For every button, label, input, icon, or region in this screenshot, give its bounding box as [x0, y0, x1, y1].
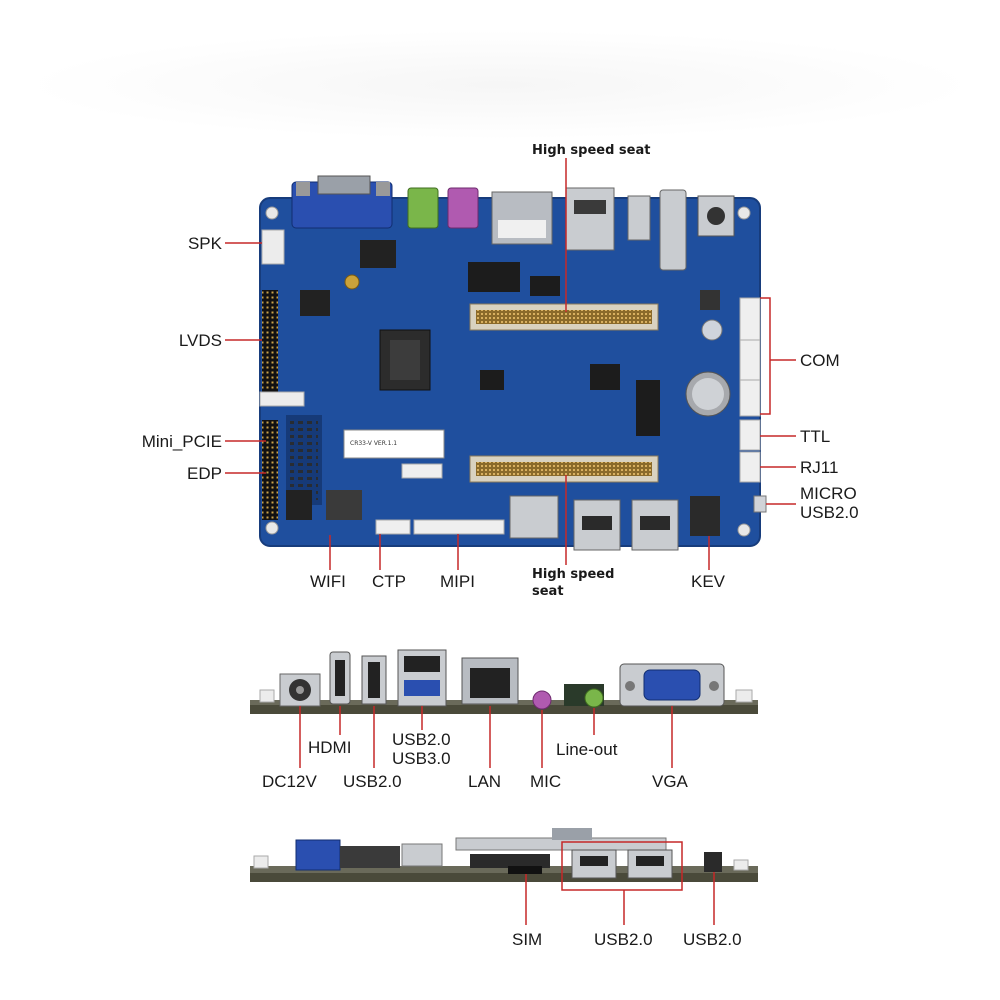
usb-highlight-box — [561, 841, 683, 891]
lvds-label: LVDS — [178, 331, 222, 350]
mic-jack — [532, 690, 552, 710]
micro-usb-connector — [753, 495, 767, 513]
usb-back-3 — [704, 852, 722, 872]
usb20-pair-label: USB2.0 — [594, 930, 653, 949]
ctp-connector — [375, 519, 411, 535]
hdmi-top — [659, 189, 687, 271]
line-out-jack — [584, 688, 604, 708]
chip — [300, 290, 330, 316]
top-view-board: CR33-V VER.1.1 — [259, 175, 767, 551]
hdmi-label: HDMI — [308, 738, 352, 757]
background-haze — [20, 30, 980, 140]
chip — [636, 380, 660, 436]
edp-header — [262, 420, 278, 520]
front-view-board — [250, 649, 758, 714]
lan-label: LAN — [468, 772, 502, 791]
mount-hole — [265, 521, 279, 535]
ctp-label: CTP — [372, 572, 406, 591]
sim-area — [509, 495, 559, 539]
kev-label: KEV — [691, 572, 726, 591]
usb-small-top — [627, 195, 651, 241]
wifi-label: WIFI — [310, 572, 346, 591]
mic-label: MIC — [530, 772, 562, 791]
line-out-label: Line-out — [556, 740, 618, 759]
high-speed-seat-top-label: High speed seat — [532, 143, 651, 158]
ttl-label: TTL — [800, 427, 831, 446]
spk-label: SPK — [187, 234, 222, 253]
audio-green-jack — [407, 187, 439, 229]
sim-slot-back — [508, 866, 542, 874]
chip — [326, 490, 362, 520]
mipi-connector — [413, 519, 505, 535]
chip — [468, 262, 520, 292]
kev-header — [690, 496, 720, 536]
mount-hole — [265, 206, 279, 220]
rj11-label: RJ11 — [800, 458, 839, 477]
com-connector-2 — [739, 339, 761, 381]
mini-pcie-card — [343, 429, 445, 459]
back-view-board — [250, 828, 758, 891]
chip — [480, 370, 504, 390]
usb-stack-label: USB2.0 USB3.0 — [392, 730, 451, 768]
com-label: COM — [800, 351, 840, 370]
front-view-leaders — [299, 706, 673, 768]
lvds-header — [262, 290, 278, 400]
dc12v-label: DC12V — [262, 772, 317, 791]
com-connector-1 — [739, 297, 761, 341]
sim-label: SIM — [512, 930, 543, 949]
top-view-leaders — [225, 158, 796, 570]
micro-usb-label: MICRO USB2.0 — [800, 484, 859, 522]
mipi-label: MIPI — [440, 572, 475, 591]
high-speed-seat-bottom-label: High speed seat — [532, 567, 615, 599]
ttl-connector — [739, 419, 761, 451]
edp-label: EDP — [187, 464, 222, 483]
mount-hole — [737, 523, 751, 537]
back-view-leaders — [525, 872, 715, 925]
spk-connector — [261, 229, 285, 265]
audio-pink-jack — [447, 187, 479, 229]
mini-pcie-label: Mini_PCIE — [141, 432, 222, 451]
vga-back — [295, 839, 341, 871]
vga-label: VGA — [652, 772, 688, 791]
rj11-connector — [739, 451, 761, 483]
mount-hole — [737, 206, 751, 220]
usb-stack-top — [565, 187, 615, 251]
board-version-label: CR33-V VER.1.1 — [350, 440, 397, 447]
usb20-back-label: USB2.0 — [683, 930, 742, 949]
chip — [360, 240, 396, 268]
chip — [590, 364, 620, 390]
usb20-single-label: USB2.0 — [343, 772, 402, 791]
com-connector-3 — [739, 379, 761, 417]
chip — [530, 276, 560, 296]
